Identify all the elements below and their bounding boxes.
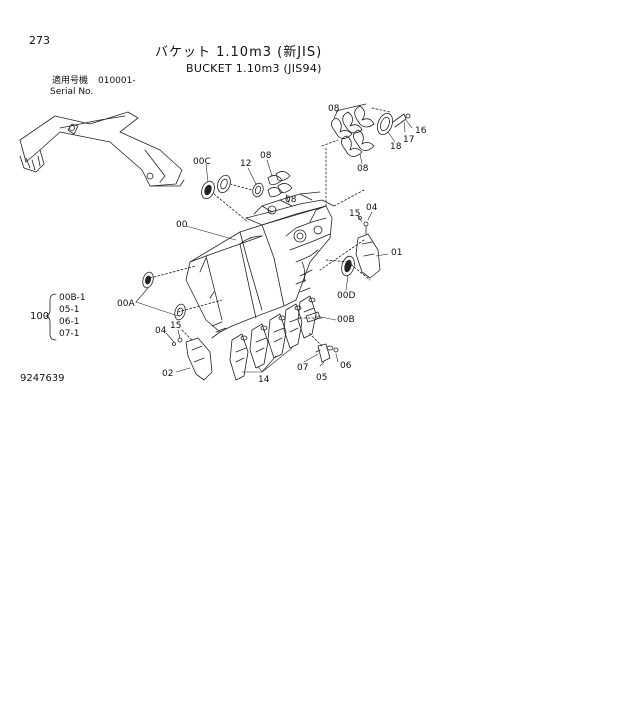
serial-label-english: Serial No. — [50, 87, 94, 97]
page-number: 273 — [29, 34, 50, 47]
callout-04-left: 04 — [155, 326, 167, 336]
callout-02: 02 — [162, 369, 174, 379]
page-title-english: BUCKET 1.10m3 (JIS94) — [186, 62, 322, 75]
callout-00: 00 — [176, 220, 188, 230]
callout-05: 05 — [316, 373, 328, 383]
kit-bracket — [45, 293, 57, 341]
side-cutter-left — [172, 337, 213, 381]
callout-04-right: 04 — [366, 203, 378, 213]
drawing-number: 9247639 — [20, 373, 65, 384]
callout-01: 01 — [391, 248, 403, 258]
callout-08-right: 08 — [357, 164, 369, 174]
callout-15-left: 15 — [170, 321, 182, 331]
alignment-lines — [149, 147, 371, 347]
machine-thumbnail — [19, 111, 185, 187]
bucket-body — [185, 191, 335, 339]
callout-00C: 00C — [193, 157, 211, 167]
serial-range: 010001- — [98, 76, 136, 86]
callout-00A: 00A — [117, 299, 135, 309]
kit-item: 05-1 — [59, 305, 80, 315]
callout-15-right: 15 — [349, 209, 361, 219]
callout-17: 17 — [403, 135, 415, 145]
callout-00B: 00B — [337, 315, 355, 325]
callout-18: 18 — [390, 142, 402, 152]
callout-08-top: 08 — [328, 104, 340, 114]
kit-item: 06-1 — [59, 317, 80, 327]
bushing-group-00C — [201, 171, 293, 223]
callout-16: 16 — [415, 126, 427, 136]
page-title-japanese: バケット 1.10m3 (新JIS) — [155, 45, 323, 60]
kit-item: 07-1 — [59, 329, 80, 339]
serial-label-japanese: 適用号機 — [52, 76, 89, 86]
bushing-00A — [142, 271, 186, 321]
side-cutter-right — [355, 216, 381, 279]
kit-item: 00B-1 — [59, 293, 86, 303]
callout-06: 06 — [340, 361, 352, 371]
callout-07: 07 — [297, 363, 309, 373]
bucket-teeth — [229, 295, 321, 381]
tooth-pin-lock — [315, 343, 339, 363]
callout-08-mid: 08 — [260, 151, 272, 161]
callout-08-lower: 08 — [285, 195, 297, 205]
bushing-00D — [341, 255, 355, 277]
callout-00D: 00D — [337, 291, 356, 301]
callout-12: 12 — [240, 159, 252, 169]
callout-14: 14 — [258, 375, 270, 385]
kit-number: 100 — [30, 311, 50, 322]
pin-assembly-top — [321, 103, 411, 157]
leader-lines — [135, 109, 413, 373]
